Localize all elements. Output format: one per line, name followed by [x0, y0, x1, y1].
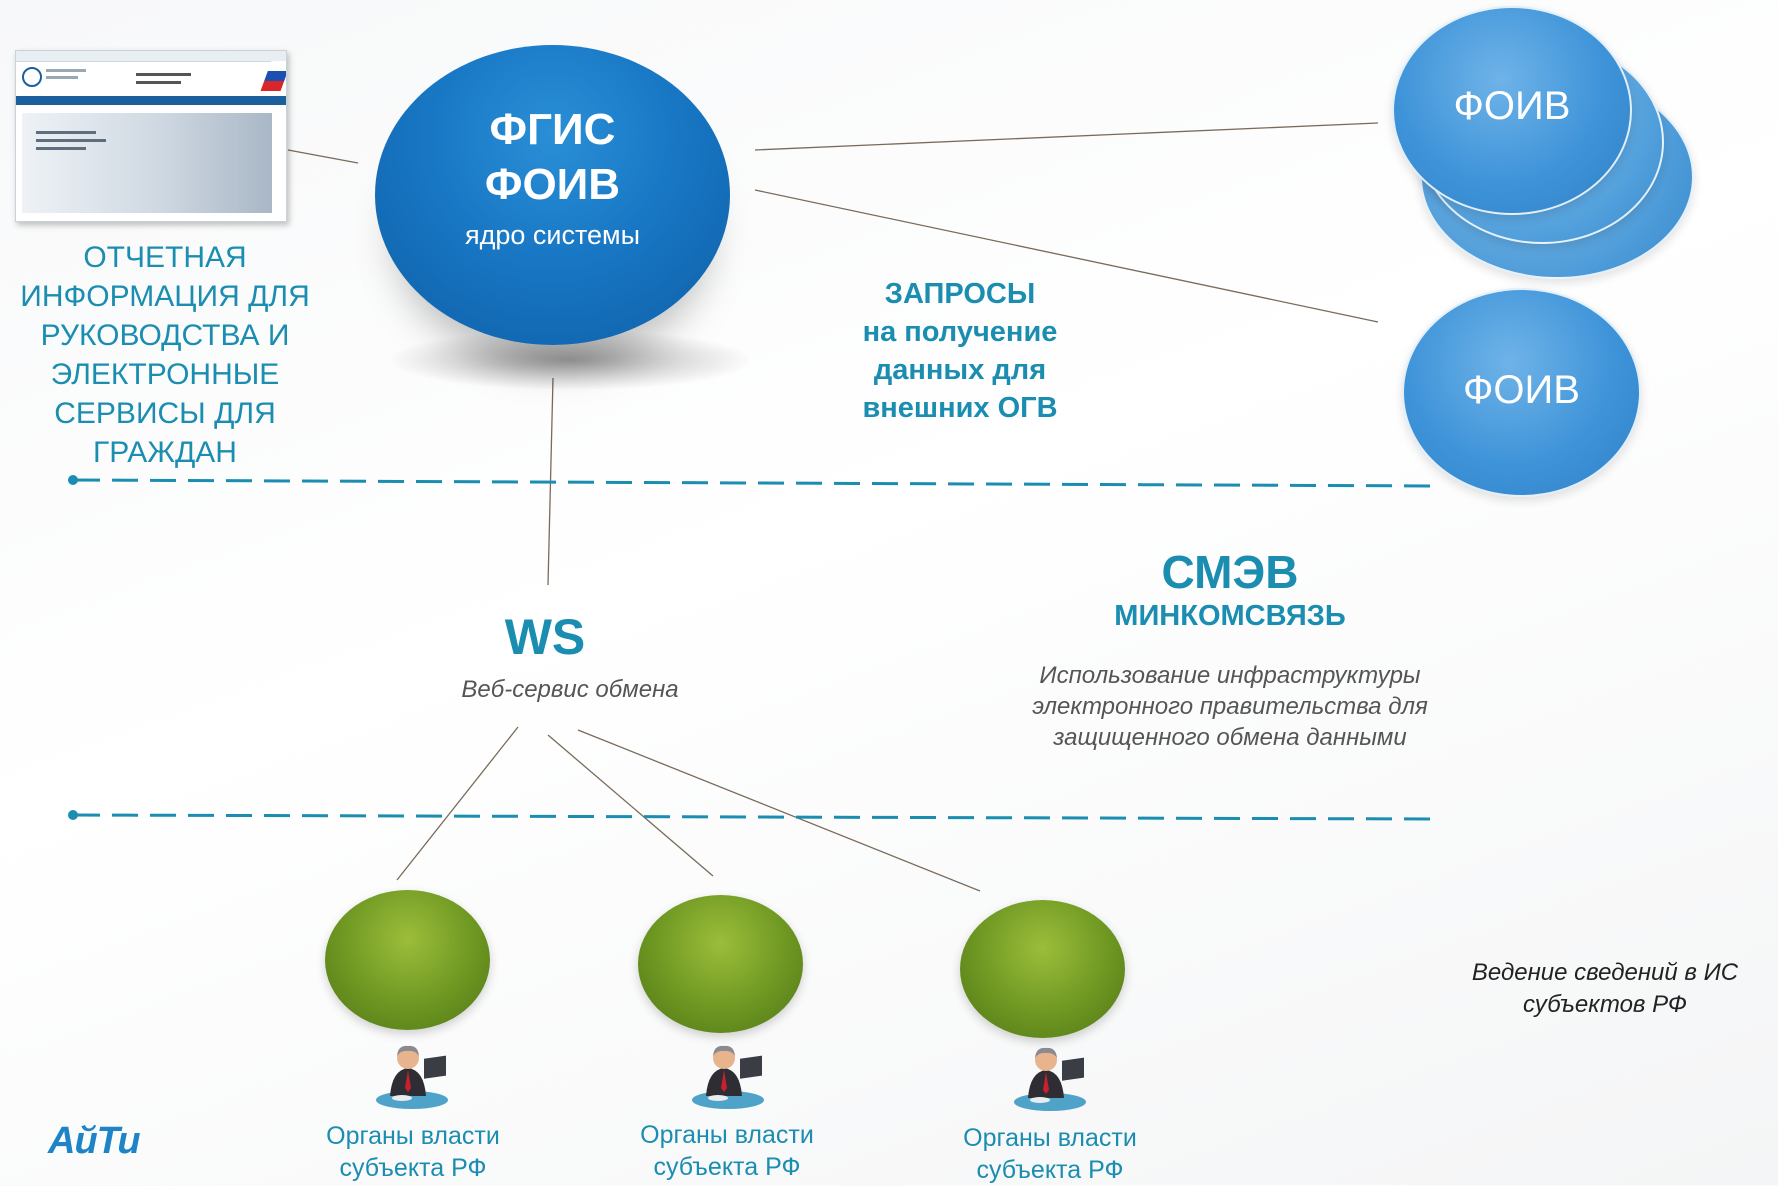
core-title-line1: ФГИС	[489, 105, 616, 154]
foiv-top-label: ФОИВ	[1453, 84, 1571, 128]
org-label-2: Органы власти субъекта РФ	[607, 1119, 847, 1183]
line-ws-org3	[577, 729, 981, 892]
official-at-desk-icon	[692, 1045, 764, 1109]
reporting-info-line: ИНФОРМАЦИЯ ДЛЯ	[20, 280, 310, 313]
reporting-info-text: ОТЧЕТНАЯ ИНФОРМАЦИЯ ДЛЯ РУКОВОДСТВА И ЭЛ…	[5, 238, 325, 472]
core-system-bubble: ФГИС ФОИВ ядро системы	[375, 45, 730, 345]
foiv-bottom-bubble: ФОИВ	[1402, 288, 1641, 497]
ws-title: WS	[504, 609, 586, 665]
reporting-info-line: ОТЧЕТНАЯ	[83, 241, 247, 274]
portal-screenshot-thumbnail	[15, 50, 287, 222]
org-label-1: Органы власти субъекта РФ	[293, 1120, 533, 1184]
region-authority-bubble-1	[325, 890, 490, 1030]
divider-top	[73, 478, 1441, 488]
foiv-top-bubble: ФОИВ	[1392, 6, 1632, 215]
official-at-desk-icon	[376, 1045, 448, 1109]
smev-description-line: электронного правительства для	[1032, 693, 1428, 720]
subject-info-note-line: Ведение сведений в ИС	[1471, 959, 1739, 986]
region-authority-bubble-3	[960, 900, 1125, 1038]
requests-text: ЗАПРОСЫ на получение данных для внешних …	[820, 275, 1100, 427]
smev-description-line: Использование инфраструктуры	[1039, 662, 1421, 689]
requests-line: данных для	[873, 354, 1047, 386]
divider-bottom-dot	[68, 810, 78, 820]
line-core-foiv-bottom	[754, 189, 1379, 323]
reporting-info-line: РУКОВОДСТВА И	[40, 319, 290, 352]
foiv-bottom-label: ФОИВ	[1463, 368, 1580, 412]
subject-info-note: Ведение сведений в ИС субъектов РФ	[1440, 957, 1770, 1021]
org-label-line: субъекта РФ	[976, 1156, 1124, 1184]
core-title-line2: ФОИВ	[484, 160, 621, 209]
requests-line: внешних ОГВ	[862, 392, 1058, 424]
smev-description: Использование инфраструктуры электронног…	[1020, 660, 1440, 753]
line-thumb-core	[287, 149, 359, 164]
aiti-logo: АйТи	[48, 1120, 141, 1162]
line-ws-org2	[547, 734, 714, 877]
org-label-line: субъекта РФ	[653, 1153, 801, 1181]
org-label-line: субъекта РФ	[339, 1154, 487, 1182]
smev-description-line: защищенного обмена данными	[1053, 724, 1407, 751]
reporting-info-line: ЭЛЕКТРОННЫЕ	[50, 358, 280, 391]
smev-title: СМЭВ	[1161, 546, 1299, 598]
divider-top-dot	[68, 475, 78, 485]
reporting-info-line: СЕРВИСЫ ДЛЯ	[54, 397, 276, 430]
subject-info-note-line: субъектов РФ	[1523, 991, 1687, 1018]
smev-subtitle: МИНКОМСВЯЗЬ	[1114, 600, 1346, 632]
official-at-desk-icon	[1014, 1047, 1086, 1111]
line-ws-org1	[396, 726, 519, 881]
org-label-line: Органы власти	[963, 1124, 1137, 1152]
ws-subtitle: Веб-сервис обмена	[461, 676, 679, 703]
requests-line: ЗАПРОСЫ	[884, 278, 1036, 310]
core-subtitle: ядро системы	[464, 220, 641, 250]
line-core-foiv-top	[754, 122, 1379, 151]
requests-line: на получение	[862, 316, 1058, 348]
org-label-line: Органы власти	[326, 1122, 500, 1150]
divider-bottom	[73, 813, 1431, 821]
reporting-info-line: ГРАЖДАН	[93, 436, 237, 469]
org-label-3: Органы власти субъекта РФ	[930, 1122, 1170, 1186]
org-label-line: Органы власти	[640, 1121, 814, 1149]
region-authority-bubble-2	[638, 895, 803, 1033]
